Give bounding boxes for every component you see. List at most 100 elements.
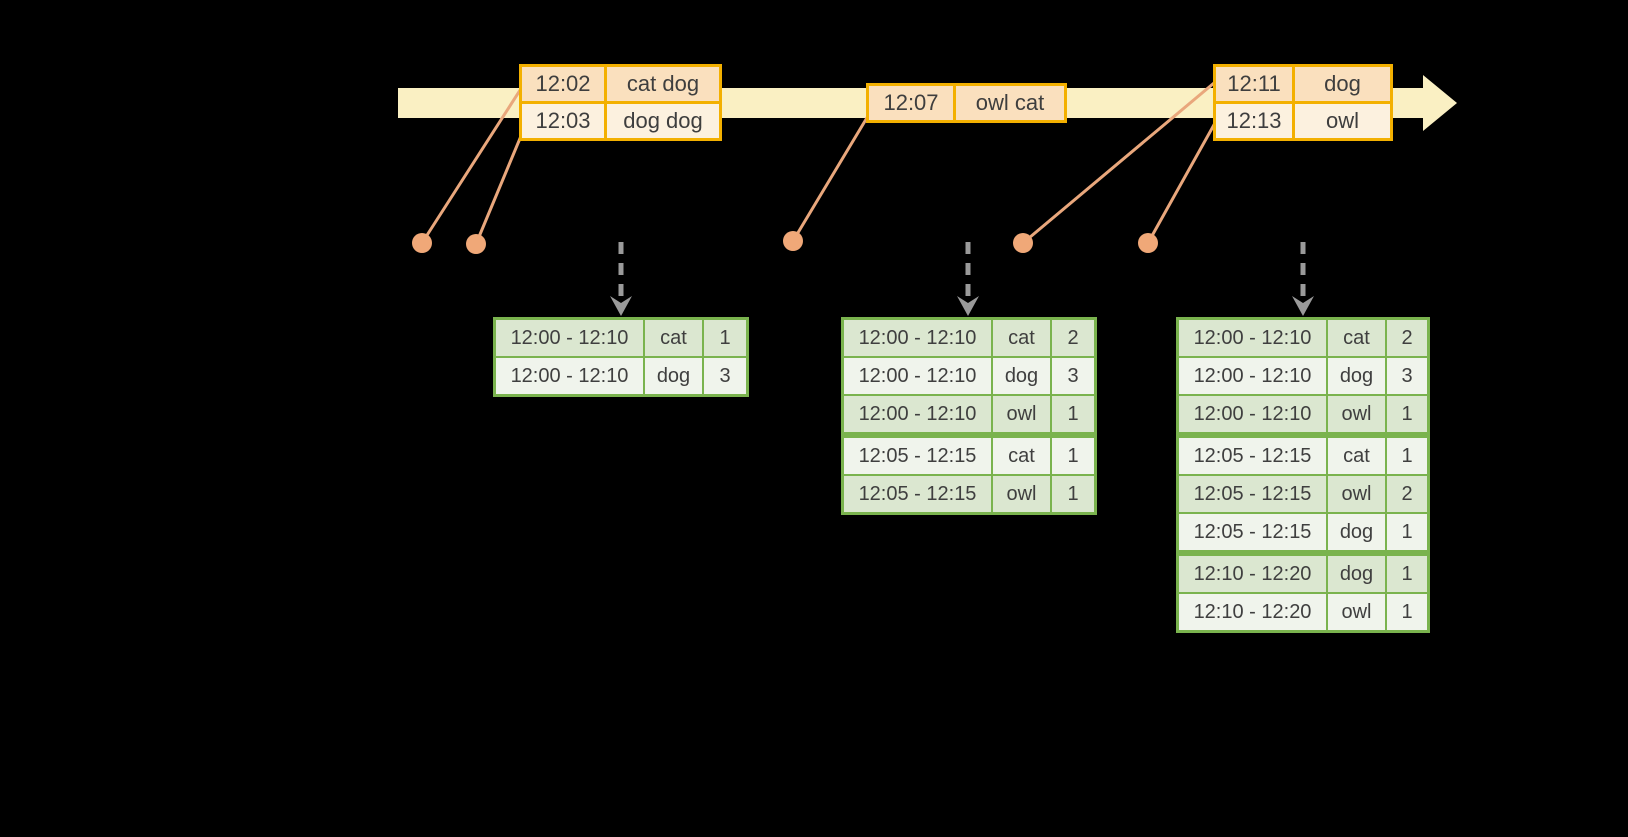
window-group: 12:10 - 12:20 dog 1 12:10 - 12:20 owl 1 (1176, 553, 1430, 633)
result-row: 12:05 - 12:15 cat 1 (1179, 438, 1427, 474)
result-row: 12:00 - 12:10 cat 2 (844, 320, 1094, 356)
window-cell: 12:05 - 12:15 (858, 482, 977, 505)
window-cell: 12:00 - 12:10 (858, 364, 977, 387)
event-table: 12:02 cat dog 12:03 dog dog (519, 64, 722, 141)
window-cell: 12:00 - 12:10 (1193, 326, 1312, 349)
count-cell: 2 (1385, 320, 1427, 356)
window-cell: 12:00 - 12:10 (1193, 402, 1312, 425)
result-row: 12:05 - 12:15 owl 2 (1179, 474, 1427, 512)
word-cell: owl (991, 476, 1050, 512)
word-cell: owl (1326, 594, 1385, 630)
event-dot-icon (466, 234, 486, 254)
count-cell: 3 (702, 358, 746, 394)
event-time-cell: 12:02 (535, 71, 591, 96)
event-words-cell: owl (1292, 104, 1390, 138)
result-row: 12:00 - 12:10 dog 3 (844, 356, 1094, 394)
event-connector-line (474, 122, 528, 246)
event-words-cell: owl cat (953, 86, 1064, 120)
word-cell: cat (991, 320, 1050, 356)
event-time-cell: 12:13 (1226, 108, 1282, 133)
result-row: 12:05 - 12:15 owl 1 (844, 474, 1094, 512)
event-connector-line (1146, 121, 1217, 245)
window-cell: 12:00 - 12:10 (1193, 364, 1312, 387)
result-table: 12:00 - 12:10 cat 2 12:00 - 12:10 dog 3 … (841, 317, 1097, 515)
event-row: 12:03 dog dog (522, 101, 719, 138)
word-cell: owl (1326, 476, 1385, 512)
event-words-cell: cat dog (604, 67, 719, 101)
word-cell: dog (643, 358, 702, 394)
event-row: 12:11 dog (1216, 67, 1390, 101)
timeline-arrowhead-icon (1423, 75, 1457, 131)
count-cell: 1 (702, 320, 746, 356)
word-cell: owl (991, 396, 1050, 432)
result-row: 12:05 - 12:15 cat 1 (844, 438, 1094, 474)
event-connector-line (420, 82, 526, 245)
event-row: 12:02 cat dog (522, 67, 719, 101)
event-words-cell: dog dog (604, 104, 719, 138)
event-dot-icon (1013, 233, 1033, 253)
result-row: 12:00 - 12:10 owl 1 (1179, 394, 1427, 432)
window-cell: 12:10 - 12:20 (1193, 562, 1312, 585)
result-row: 12:00 - 12:10 cat 2 (1179, 320, 1427, 356)
count-cell: 1 (1385, 556, 1427, 592)
event-connector-line (791, 114, 870, 243)
event-time-cell: 12:03 (535, 108, 591, 133)
window-group: 12:00 - 12:10 cat 1 12:00 - 12:10 dog 3 (493, 317, 749, 397)
result-row: 12:10 - 12:20 owl 1 (1179, 592, 1427, 630)
count-cell: 1 (1385, 396, 1427, 432)
count-cell: 3 (1385, 358, 1427, 394)
result-row: 12:05 - 12:15 dog 1 (1179, 512, 1427, 550)
window-cell: 12:05 - 12:15 (858, 444, 977, 467)
window-cell: 12:10 - 12:20 (1193, 600, 1312, 623)
window-cell: 12:00 - 12:10 (510, 326, 629, 349)
event-time-cell: 12:07 (883, 90, 939, 115)
count-cell: 1 (1050, 396, 1094, 432)
event-row: 12:07 owl cat (869, 86, 1064, 120)
word-cell: dog (1326, 556, 1385, 592)
word-cell: dog (1326, 514, 1385, 550)
trigger-arrow-icon (957, 242, 979, 316)
window-cell: 12:05 - 12:15 (1193, 444, 1312, 467)
word-cell: dog (991, 358, 1050, 394)
result-row: 12:00 - 12:10 owl 1 (844, 394, 1094, 432)
window-cell: 12:00 - 12:10 (858, 402, 977, 425)
result-row: 12:10 - 12:20 dog 1 (1179, 556, 1427, 592)
event-dot-icon (1138, 233, 1158, 253)
word-cell: cat (643, 320, 702, 356)
count-cell: 1 (1385, 594, 1427, 630)
window-cell: 12:00 - 12:10 (510, 364, 629, 387)
count-cell: 1 (1050, 438, 1094, 474)
word-cell: dog (1326, 358, 1385, 394)
word-cell: cat (1326, 438, 1385, 474)
event-connector-line (1021, 81, 1216, 245)
count-cell: 2 (1050, 320, 1094, 356)
result-row: 12:00 - 12:10 dog 3 (1179, 356, 1427, 394)
trigger-arrow-icon (1292, 242, 1314, 316)
result-row: 12:00 - 12:10 cat 1 (496, 320, 746, 356)
event-words-cell: dog (1292, 67, 1390, 101)
window-group: 12:05 - 12:15 cat 1 12:05 - 12:15 owl 1 (841, 435, 1097, 515)
count-cell: 2 (1385, 476, 1427, 512)
count-cell: 1 (1385, 438, 1427, 474)
word-cell: owl (1326, 396, 1385, 432)
window-group: 12:05 - 12:15 cat 1 12:05 - 12:15 owl 2 … (1176, 435, 1430, 553)
count-cell: 1 (1050, 476, 1094, 512)
trigger-arrow-icon (610, 242, 632, 316)
word-cell: cat (991, 438, 1050, 474)
event-dot-icon (783, 231, 803, 251)
event-dot-icon (412, 233, 432, 253)
word-cell: cat (1326, 320, 1385, 356)
result-table: 12:00 - 12:10 cat 2 12:00 - 12:10 dog 3 … (1176, 317, 1430, 633)
count-cell: 1 (1385, 514, 1427, 550)
count-cell: 3 (1050, 358, 1094, 394)
window-group: 12:00 - 12:10 cat 2 12:00 - 12:10 dog 3 … (841, 317, 1097, 435)
event-table: 12:07 owl cat (866, 83, 1067, 123)
window-cell: 12:05 - 12:15 (1193, 520, 1312, 543)
result-row: 12:00 - 12:10 dog 3 (496, 356, 746, 394)
window-cell: 12:05 - 12:15 (1193, 482, 1312, 505)
event-time-cell: 12:11 (1227, 71, 1281, 96)
window-cell: 12:00 - 12:10 (858, 326, 977, 349)
event-row: 12:13 owl (1216, 101, 1390, 138)
result-table: 12:00 - 12:10 cat 1 12:00 - 12:10 dog 3 (493, 317, 749, 397)
